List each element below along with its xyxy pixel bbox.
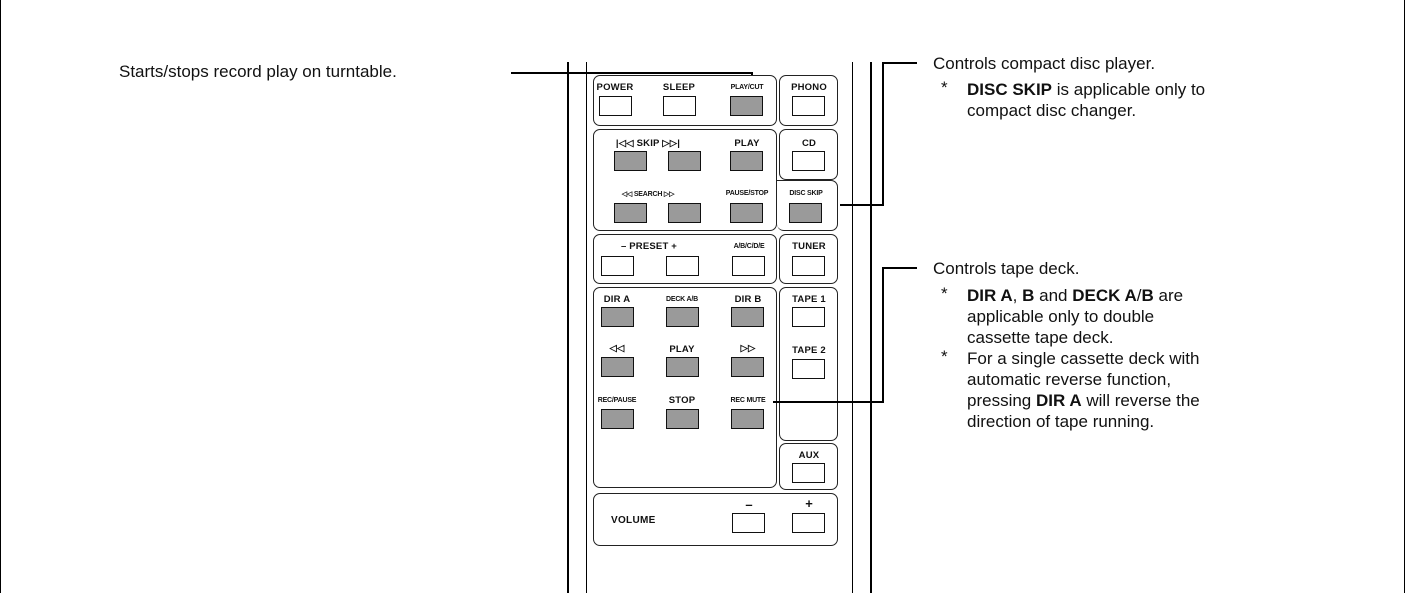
tape-play-button[interactable] xyxy=(666,357,699,377)
search-back-button[interactable] xyxy=(614,203,647,223)
volume-down-button[interactable] xyxy=(732,513,765,533)
disc-skip-button[interactable] xyxy=(789,203,822,223)
cd-callout-title: Controls compact disc player. xyxy=(933,54,1156,73)
tape-note1-line3: cassette tape deck. xyxy=(967,328,1114,347)
preset-plus-button[interactable] xyxy=(666,256,699,276)
dir-a-button[interactable] xyxy=(601,307,634,327)
volume-plus-sign: + xyxy=(805,496,813,511)
tape-callout-title: Controls tape deck. xyxy=(933,259,1080,278)
cd-leader-h xyxy=(840,204,884,206)
tape2-button[interactable] xyxy=(792,359,825,379)
cd-leader-v xyxy=(882,62,884,205)
cd-note-star: * xyxy=(941,78,948,97)
preset-label: – PRESET + xyxy=(620,241,678,252)
remote-edge-right xyxy=(870,62,872,593)
search-label: ◁◁ SEARCH ▷▷ xyxy=(621,191,675,198)
deck-ab-label: DECK A/B xyxy=(666,296,698,303)
cd-leader-top xyxy=(882,62,917,64)
power-label: POWER xyxy=(596,82,634,93)
tape-leader-h xyxy=(773,401,884,403)
playcut-button[interactable] xyxy=(730,96,763,116)
tuner-label: TUNER xyxy=(792,241,826,252)
tape-note1-line2: applicable only to double xyxy=(967,307,1155,326)
rewind-button[interactable] xyxy=(601,357,634,377)
tape-play-label: PLAY xyxy=(669,344,695,355)
stop-button[interactable] xyxy=(666,409,699,429)
tape-leader-v xyxy=(882,267,884,402)
rec-pause-label: REC/PAUSE xyxy=(597,397,637,404)
rec-mute-button[interactable] xyxy=(731,409,764,429)
skip-label: |◁◁ SKIP ▷▷| xyxy=(615,138,681,149)
rec-mute-label: REC MUTE xyxy=(730,397,766,404)
page-frame-left xyxy=(0,0,1,593)
cd-note-line1: DISC SKIP is applicable only to xyxy=(967,80,1206,99)
cd-button[interactable] xyxy=(792,151,825,171)
phono-button[interactable] xyxy=(792,96,825,116)
abcde-button[interactable] xyxy=(732,256,765,276)
sleep-button[interactable] xyxy=(663,96,696,116)
fast-forward-label: ▷▷ xyxy=(740,343,756,354)
remote-edge-right-inner xyxy=(852,62,853,593)
tape-note2-line2: automatic reverse function, xyxy=(967,370,1172,389)
phono-label: PHONO xyxy=(791,82,827,93)
deck-ab-button[interactable] xyxy=(666,307,699,327)
rewind-label: ◁◁ xyxy=(609,343,625,354)
turntable-callout: Starts/stops record play on turntable. xyxy=(119,62,397,81)
preset-minus-button[interactable] xyxy=(601,256,634,276)
tuner-button[interactable] xyxy=(792,256,825,276)
search-forward-button[interactable] xyxy=(668,203,701,223)
skip-back-button[interactable] xyxy=(614,151,647,171)
tape-note2-line4: direction of tape running. xyxy=(967,412,1155,431)
pause-stop-label: PAUSE/STOP xyxy=(725,190,769,197)
dir-a-label: DIR A xyxy=(603,294,631,305)
volume-minus-sign: – xyxy=(745,497,753,512)
dir-b-button[interactable] xyxy=(731,307,764,327)
tape-note1-star: * xyxy=(941,284,948,303)
tape-leader-top xyxy=(882,267,917,269)
disc-skip-label: DISC SKIP xyxy=(789,190,823,197)
rec-pause-button[interactable] xyxy=(601,409,634,429)
cd-play-button[interactable] xyxy=(730,151,763,171)
tape-note1-line1: DIR A, B and DECK A/B are xyxy=(967,286,1184,305)
remote-edge-left xyxy=(567,62,569,593)
cd-play-label: PLAY xyxy=(734,138,760,149)
stop-label: STOP xyxy=(668,395,696,406)
tape-note2-star: * xyxy=(941,347,948,366)
aux-label: AUX xyxy=(798,450,820,461)
cd-note-line2: compact disc changer. xyxy=(967,101,1137,120)
tape2-label: TAPE 2 xyxy=(792,345,826,356)
sleep-label: SLEEP xyxy=(662,82,696,93)
tape-note2-line3: pressing DIR A will reverse the xyxy=(967,391,1200,410)
cd-label: CD xyxy=(801,138,817,149)
turntable-leader-h xyxy=(511,72,752,74)
volume-label: VOLUME xyxy=(611,515,656,526)
fast-forward-button[interactable] xyxy=(731,357,764,377)
aux-button[interactable] xyxy=(792,463,825,483)
tape1-button[interactable] xyxy=(792,307,825,327)
dir-b-label: DIR B xyxy=(734,294,762,305)
tape-note2-line1: For a single cassette deck with xyxy=(967,349,1200,368)
volume-up-button[interactable] xyxy=(792,513,825,533)
skip-forward-button[interactable] xyxy=(668,151,701,171)
power-button[interactable] xyxy=(599,96,632,116)
playcut-label: PLAY/CUT xyxy=(730,84,764,91)
abcde-label: A/B/C/D/E xyxy=(733,243,765,250)
pause-stop-button[interactable] xyxy=(730,203,763,223)
remote-edge-left-inner xyxy=(586,62,587,593)
tape1-label: TAPE 1 xyxy=(792,294,826,305)
